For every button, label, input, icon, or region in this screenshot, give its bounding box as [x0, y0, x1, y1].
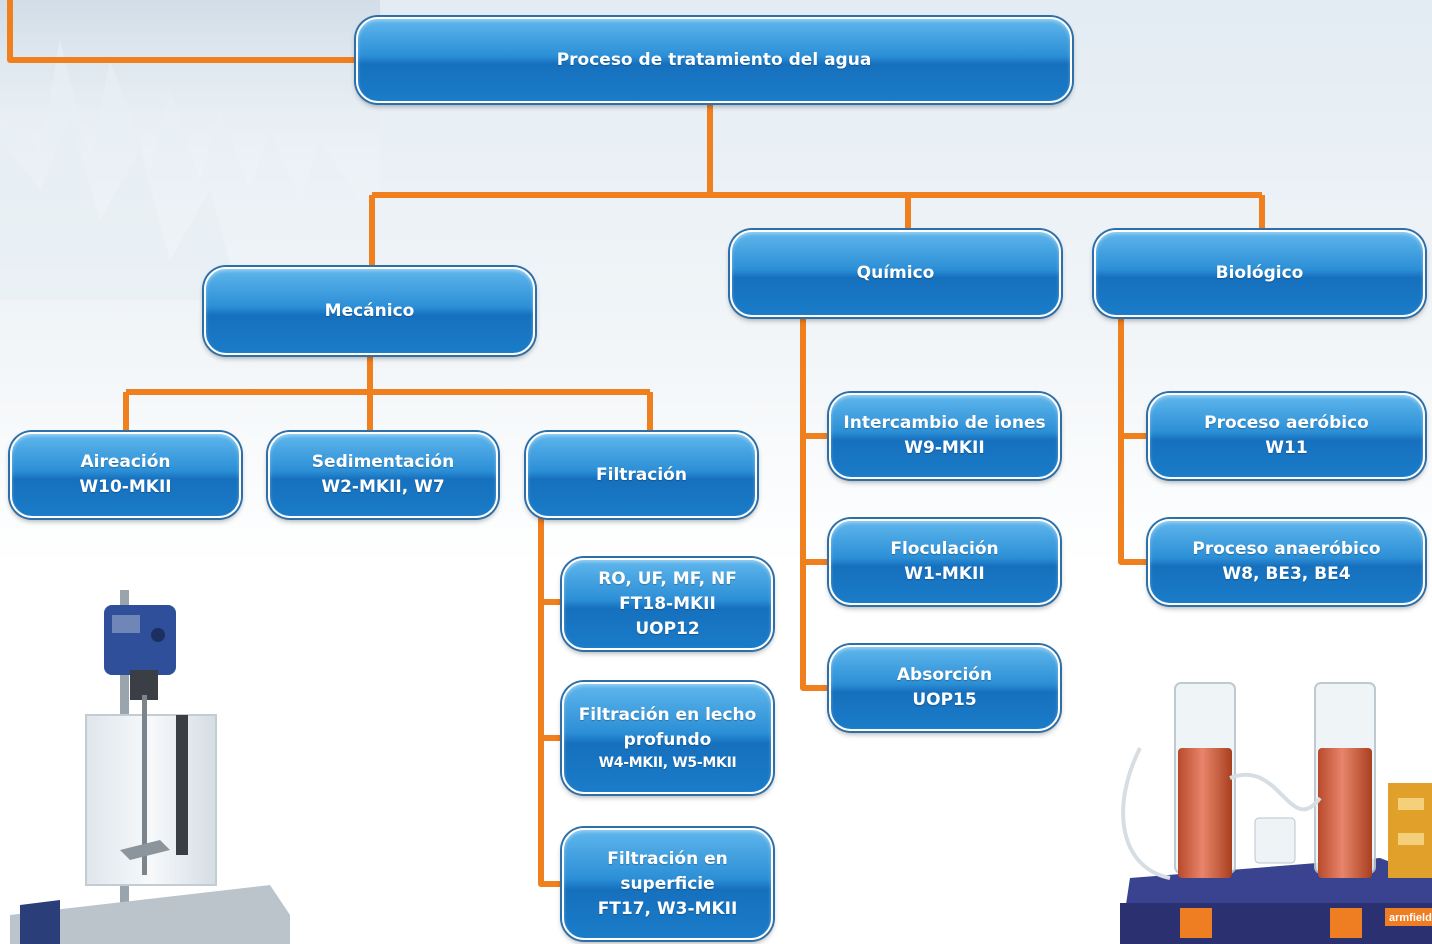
node-label-line: Floculación	[890, 539, 999, 559]
node-label-line: profundo	[623, 730, 712, 750]
stirrer-apparatus-image	[10, 590, 290, 944]
mecanico-node: Mecánico	[204, 267, 535, 355]
node-label-line: W1-MKII	[904, 564, 985, 584]
node-label-line: Sedimentación	[311, 452, 455, 472]
node-label-line: Proceso anaeróbico	[1192, 539, 1381, 559]
node-label-line: Mecánico	[324, 300, 415, 321]
biologico-node: Biológico	[1094, 230, 1425, 317]
node-label-line: RO, UF, MF, NF	[598, 568, 737, 589]
node-label-line: W11	[1265, 438, 1308, 458]
node-label-line: Proceso de tratamiento del agua	[556, 49, 872, 70]
node-label-line: Filtración	[596, 464, 687, 485]
connector-filtracion	[538, 518, 562, 887]
connector-mecanico	[123, 355, 653, 432]
node-label-line: superficie	[620, 873, 715, 894]
node-label-line: Químico	[856, 263, 935, 283]
filtracion-node: Filtración	[526, 432, 757, 518]
connector-root	[369, 104, 1265, 266]
node-label-line: FT17, W3-MKII	[597, 898, 738, 919]
reed-silhouette-2	[0, 120, 240, 300]
node-label-line: Biológico	[1215, 263, 1304, 283]
ro-node: RO, UF, MF, NF FT18-MKII UOP12	[562, 558, 773, 650]
connector-biologico	[1118, 317, 1148, 565]
node-label-line: W4-MKII, W5-MKII	[598, 755, 737, 771]
node-label-line: Aireación	[80, 452, 171, 472]
node-label-line: Filtración en lecho	[578, 705, 757, 725]
digester-apparatus-image: armfield	[1120, 682, 1432, 944]
root-node: Proceso de tratamiento del agua	[356, 17, 1072, 103]
node-label-line: W2-MKII, W7	[321, 477, 445, 497]
node-label-line: Intercambio de iones	[843, 413, 1046, 433]
node-label-line: UOP15	[912, 690, 977, 710]
node-label-line: W8, BE3, BE4	[1222, 564, 1351, 584]
connector-quimico	[800, 317, 829, 691]
armfield-logo-text: armfield	[1389, 912, 1432, 924]
node-label-line: Proceso aeróbico	[1204, 413, 1369, 433]
node-label-line: W9-MKII	[904, 438, 985, 458]
node-label-line: UOP12	[635, 618, 700, 639]
node-label-line: Filtración en	[607, 848, 728, 869]
connector-frame	[7, 0, 356, 63]
node-label-line: W10-MKII	[79, 477, 172, 497]
node-label-line: Absorción	[896, 665, 993, 685]
quimico-node: Químico	[730, 230, 1061, 317]
node-label-line: FT18-MKII	[619, 593, 716, 614]
